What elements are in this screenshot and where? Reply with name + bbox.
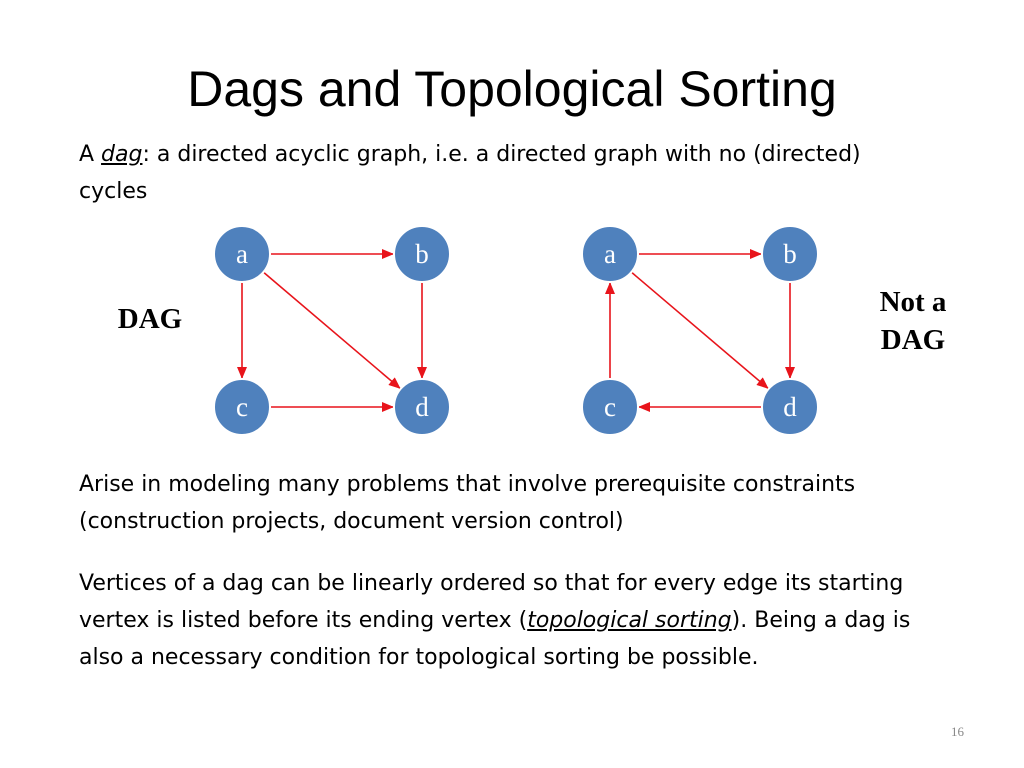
not-dag-node-circle-d	[761, 378, 819, 436]
dag-node-c: c	[213, 378, 271, 436]
topological-sorting-term: topological sorting	[527, 608, 732, 633]
not-dag-node-label-d: d	[783, 392, 797, 422]
page-number: 16	[951, 724, 964, 739]
not-dag-node-a: a	[581, 225, 639, 283]
intro-paragraph: A dag: a directed acyclic graph, i.e. a …	[79, 136, 919, 210]
dag-node-d: d	[393, 378, 451, 436]
dag-node-label-b: b	[415, 239, 429, 269]
dag-node-circle-d	[393, 378, 451, 436]
dag-label: DAG	[117, 303, 183, 335]
dag-node-circle-b	[393, 225, 451, 283]
dag-graph: a b c d	[213, 225, 451, 436]
not-dag-node-c: c	[581, 378, 639, 436]
not-dag-node-label-a: a	[604, 239, 616, 269]
not-dag-graph: a b c d	[581, 225, 819, 436]
dag-node-label-d: d	[415, 392, 429, 422]
dag-node-label-a: a	[236, 239, 248, 269]
ordering-text-start: Vertices of a dag can be linearly ordere…	[79, 571, 904, 633]
not-dag-node-b: b	[761, 225, 819, 283]
dag-edge-a-to-d	[263, 272, 401, 389]
dag-node-a: a	[213, 225, 271, 283]
dag-node-label-c: c	[236, 392, 248, 422]
ordering-text-end: ). Being a dag is also a necessary condi…	[79, 608, 911, 670]
slide-title: Dags and Topological Sorting	[187, 61, 837, 117]
dag-node-b: b	[393, 225, 451, 283]
intro-term: dag	[101, 142, 143, 167]
not-dag-node-label-c: c	[604, 392, 616, 422]
not-dag-node-circle-c	[581, 378, 639, 436]
not-dag-node-circle-b	[761, 225, 819, 283]
applications-paragraph: Arise in modeling many problems that inv…	[79, 472, 856, 534]
not-dag-label: Not a DAG	[879, 286, 947, 356]
dag-node-circle-a	[213, 225, 271, 283]
ordering-paragraph: Vertices of a dag can be linearly ordere…	[79, 565, 919, 676]
not-dag-node-circle-a	[581, 225, 639, 283]
intro-definition: : a directed acyclic graph, i.e. a direc…	[79, 142, 861, 204]
intro-prefix: A	[79, 142, 102, 167]
not-dag-node-d: d	[761, 378, 819, 436]
not-dag-edge-a-to-d	[631, 272, 769, 389]
dag-node-circle-c	[213, 378, 271, 436]
not-dag-node-label-b: b	[783, 239, 797, 269]
